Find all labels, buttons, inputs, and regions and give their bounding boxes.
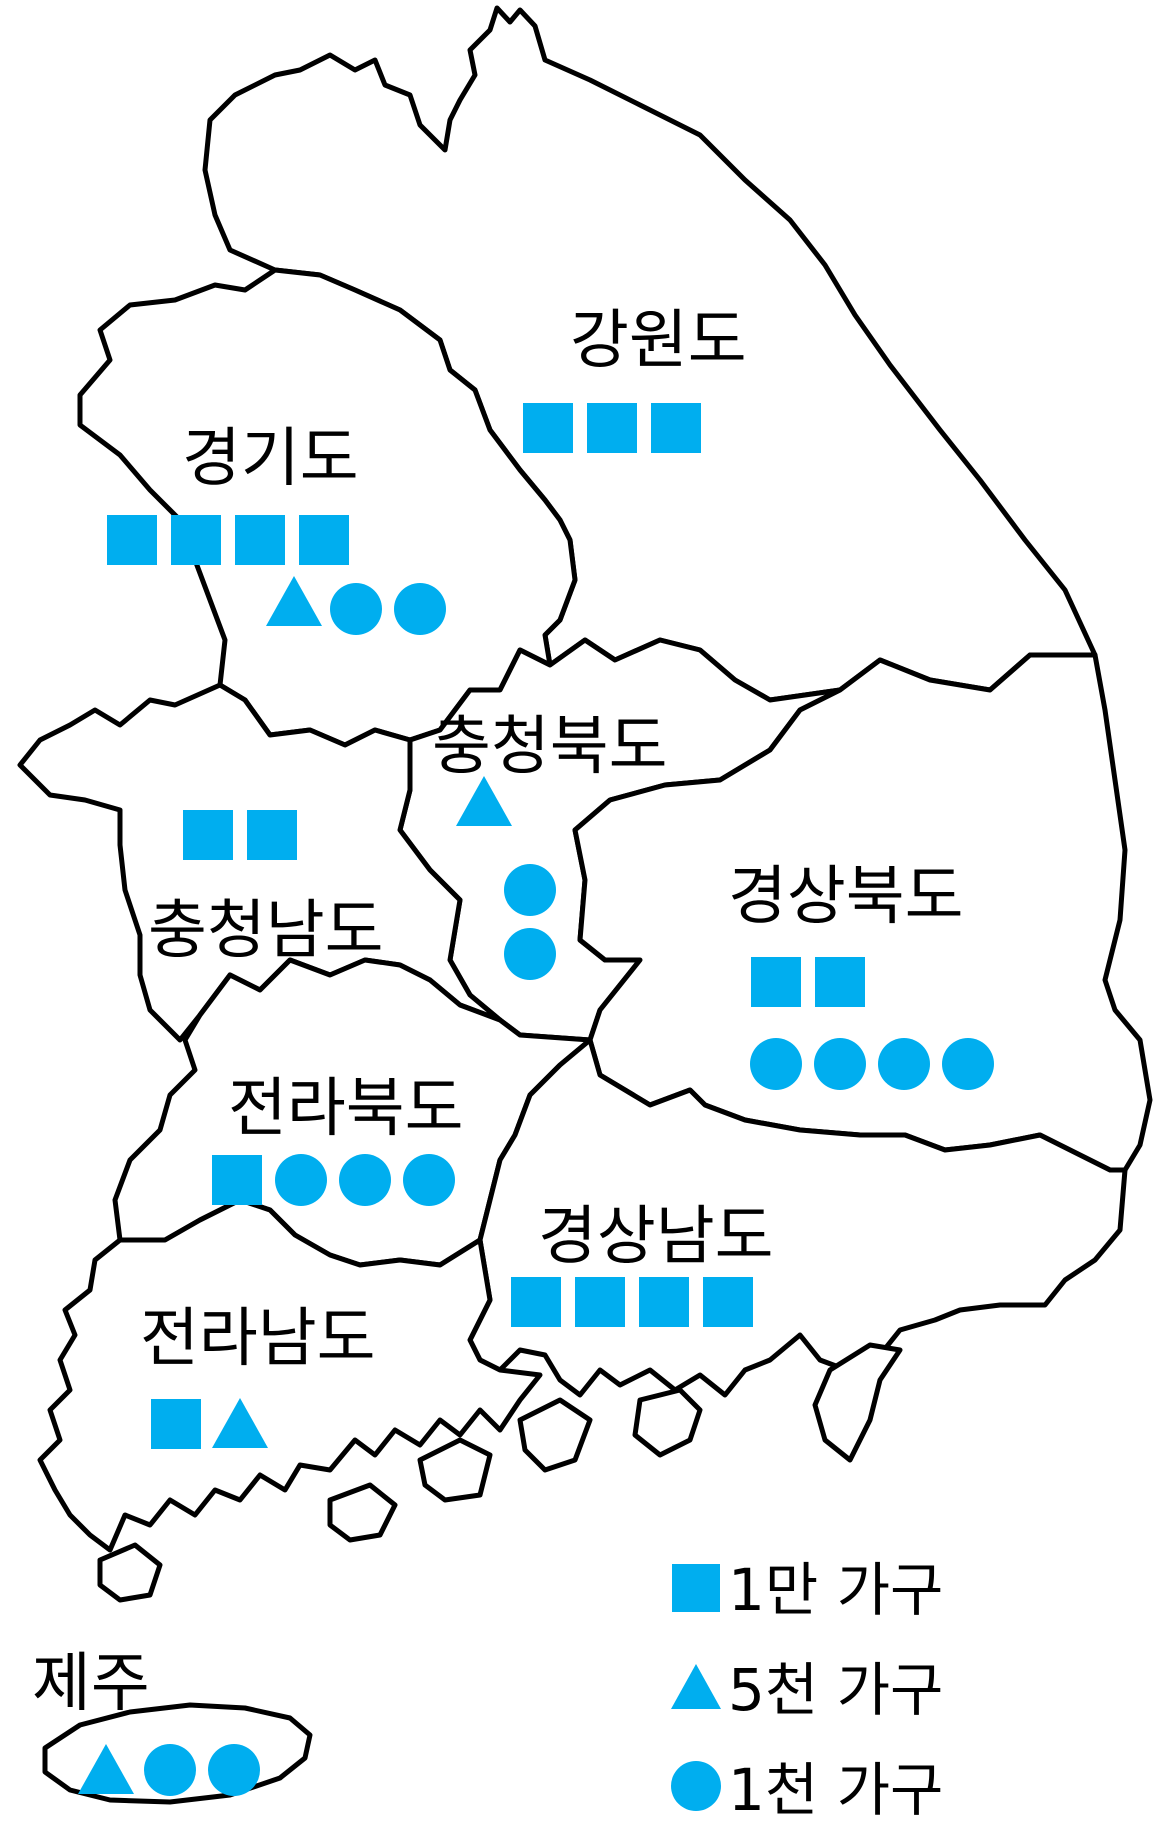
label-jeonnam: 전라남도 (140, 1302, 376, 1376)
marker-circle-icon (814, 1038, 866, 1090)
island-goheung-outline (417, 1437, 493, 1503)
marker-circle-icon (403, 1154, 455, 1206)
marker-square-icon (587, 403, 637, 453)
marker-circle-icon (504, 928, 556, 980)
region-labels: 강원도 경기도 충청북도 충청남도 경상북도 전라북도 경상남도 전라남도 제주 (32, 304, 964, 1721)
marker-square-icon (703, 1277, 753, 1327)
marker-circle-icon (504, 864, 556, 916)
marker-triangle-icon (266, 576, 322, 626)
marker-circle-icon (878, 1038, 930, 1090)
marker-square-icon (212, 1155, 262, 1205)
marker-square-icon (815, 957, 865, 1007)
legend-square-icon (672, 1564, 720, 1612)
marker-circle-icon (144, 1744, 196, 1796)
legend-circle-label: 1천 가구 (728, 1756, 943, 1824)
marker-circle-icon (394, 583, 446, 635)
label-gyeongnam: 경상남도 (538, 1200, 774, 1274)
marker-square-icon (235, 515, 285, 565)
marker-square-icon (523, 403, 573, 453)
label-chungbuk: 충청북도 (432, 710, 668, 784)
legend-circle-icon (671, 1761, 721, 1811)
legend: 1만 가구 5천 가구 1천 가구 (671, 1556, 943, 1824)
region-jeonnam-outline (37, 1197, 543, 1553)
marker-square-icon (639, 1277, 689, 1327)
label-jeju: 제주 (32, 1647, 150, 1721)
legend-triangle-icon (671, 1664, 721, 1709)
marker-circle-icon (750, 1038, 802, 1090)
marker-circle-icon (942, 1038, 994, 1090)
marker-triangle-icon (78, 1744, 134, 1794)
marker-circle-icon (208, 1744, 260, 1796)
label-gyeonggi: 경기도 (182, 422, 359, 496)
legend-square-label: 1만 가구 (728, 1556, 943, 1624)
label-gangwon: 강원도 (570, 304, 747, 378)
marker-triangle-icon (212, 1398, 268, 1448)
island-yeosu-outline (517, 1397, 593, 1473)
label-chungnam: 충청남도 (148, 894, 384, 968)
island-jindo-outline (97, 1542, 163, 1603)
marker-square-icon (511, 1277, 561, 1327)
marker-square-icon (651, 403, 701, 453)
island-namhae-outline (632, 1387, 703, 1458)
label-gyeongbuk: 경상북도 (728, 860, 964, 934)
marker-circle-icon (339, 1154, 391, 1206)
marker-circle-icon (330, 583, 382, 635)
marker-triangle-icon (456, 776, 512, 826)
marker-square-icon (575, 1277, 625, 1327)
marker-square-icon (171, 515, 221, 565)
legend-triangle-label: 5천 가구 (728, 1656, 943, 1724)
marker-square-icon (247, 810, 297, 860)
label-jeonbuk: 전라북도 (228, 1072, 464, 1146)
household-markers (78, 403, 994, 1796)
island-geoje-outline (812, 1342, 903, 1463)
marker-square-icon (151, 1399, 201, 1449)
marker-square-icon (751, 957, 801, 1007)
marker-square-icon (299, 515, 349, 565)
region-chungnam-outline (17, 682, 503, 1043)
marker-square-icon (183, 810, 233, 860)
marker-square-icon (107, 515, 157, 565)
marker-circle-icon (275, 1154, 327, 1206)
island-wando-outline (327, 1482, 398, 1543)
